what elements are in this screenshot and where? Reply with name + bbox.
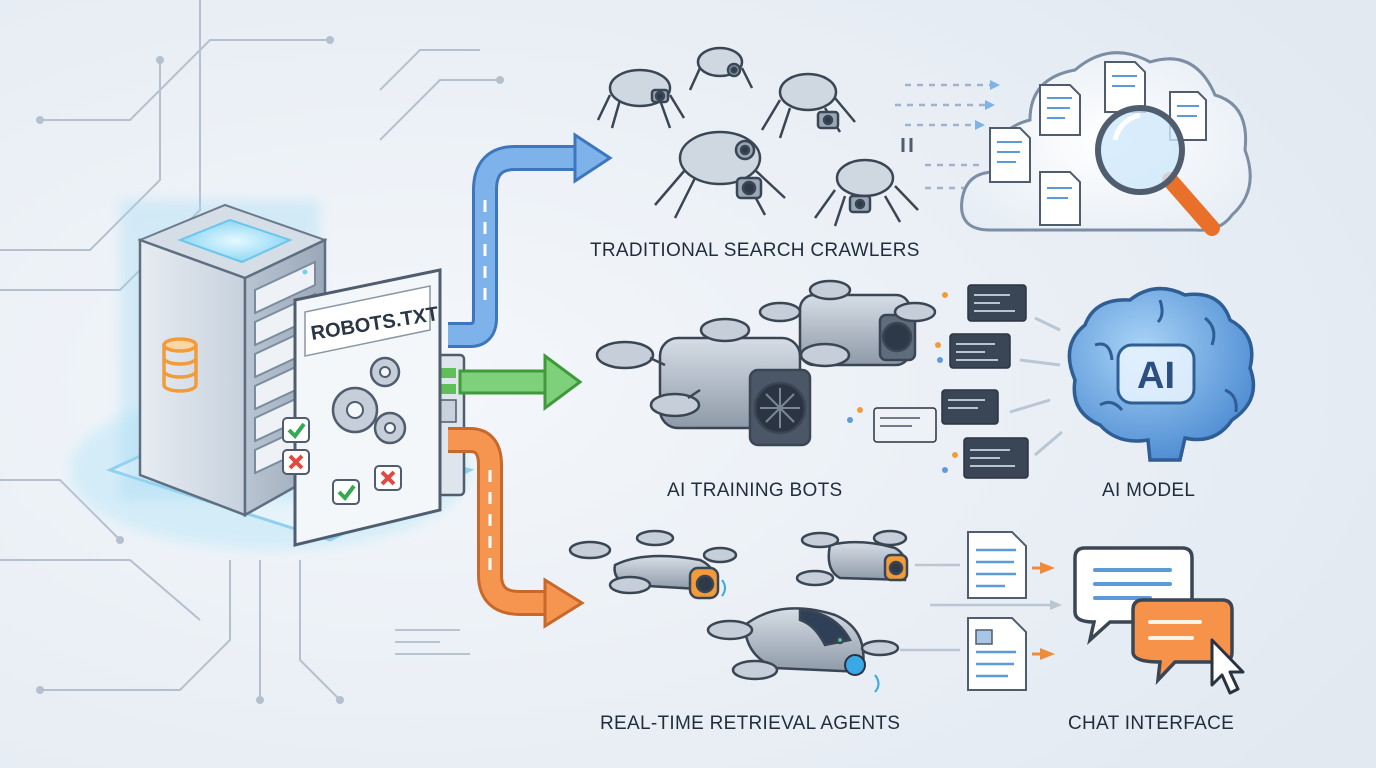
robots-txt-sign: ROBOTS.TXT xyxy=(282,268,466,547)
drone-bot-icon xyxy=(595,279,937,447)
database-icon xyxy=(162,337,198,393)
magnifier-icon xyxy=(1095,105,1220,236)
label-ai-training-bots: AI TRAINING BOTS xyxy=(667,480,843,501)
label-real-time-retrieval-agents: REAL-TIME RETRIEVAL AGENTS xyxy=(600,713,901,734)
arrow-to-retrieval-agents xyxy=(448,427,585,629)
label-chat-interface: CHAT INTERFACE xyxy=(1068,713,1235,734)
arrow-to-search-crawlers xyxy=(448,132,613,348)
training-arrows xyxy=(1009,316,1063,457)
code-lines-decor xyxy=(395,629,470,655)
brain-badge-text: AI xyxy=(1137,355,1175,397)
label-ai-model: AI MODEL xyxy=(1102,480,1196,501)
retrieval-speed-lines xyxy=(900,563,1050,652)
spider-bot-icon xyxy=(596,46,919,227)
retrieval-drone-icon xyxy=(568,529,909,681)
cross-icon xyxy=(282,449,402,491)
brain-icon: AI xyxy=(1067,286,1256,462)
check-icon xyxy=(282,417,360,505)
retrieval-documents xyxy=(967,531,1027,691)
label-traditional-search-crawlers: TRADITIONAL SEARCH CRAWLERS xyxy=(590,240,920,261)
cursor-icon xyxy=(1210,638,1245,695)
arrow-to-training-bots xyxy=(458,353,583,411)
chat-bubble-icon xyxy=(1073,546,1234,686)
